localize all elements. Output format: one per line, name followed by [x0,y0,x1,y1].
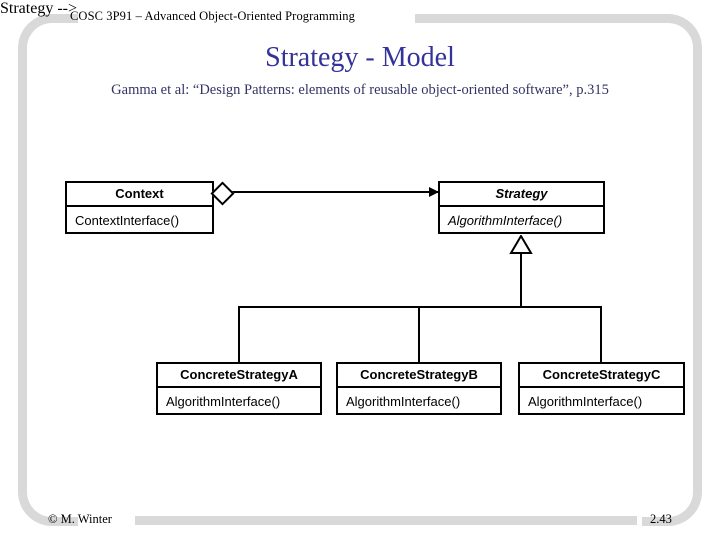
footer-rule [135,516,637,525]
uml-class-name-strategy: Strategy [440,183,603,207]
inheritance-triangle-icon [509,235,533,254]
uml-class-concrete-strategy-a[interactable]: ConcreteStrategyA AlgorithmInterface() [156,362,322,415]
uml-class-name-concrete-strategy-c: ConcreteStrategyC [520,364,683,388]
uml-operation-concrete-c-algorithm-interface: AlgorithmInterface() [528,394,643,409]
aggregation-diamond-icon [210,181,235,206]
uml-class-concrete-strategy-b[interactable]: ConcreteStrategyB AlgorithmInterface() [336,362,502,415]
course-header: COSC 3P91 – Advanced Object-Oriented Pro… [70,9,355,23]
frame-corner-bottom-right [642,466,702,526]
frame-edge-right [693,70,702,470]
generalization-stem [520,252,522,307]
uml-operation-strategy-algorithm-interface: AlgorithmInterface() [448,213,563,228]
uml-class-concrete-strategy-c[interactable]: ConcreteStrategyC AlgorithmInterface() [518,362,685,415]
association-arrowhead-icon [429,187,439,197]
uml-operation-concrete-b-algorithm-interface: AlgorithmInterface() [346,394,461,409]
uml-class-name-concrete-strategy-b: ConcreteStrategyB [338,364,500,388]
uml-class-strategy[interactable]: Strategy AlgorithmInterface() [438,181,605,234]
uml-class-context[interactable]: Context ContextInterface() [65,181,214,234]
frame-edge-left [18,70,27,470]
generalization-bus-line [238,306,602,308]
generalization-drop-b [418,306,420,363]
footer-page-number: 2.43 [650,512,672,526]
generalization-drop-a [238,306,240,363]
page-title: Strategy - Model [265,42,455,73]
uml-class-name-context: Context [67,183,212,207]
uml-class-name-concrete-strategy-a: ConcreteStrategyA [158,364,320,388]
frame-corner-top-left [18,14,78,74]
association-line-context-strategy [226,191,440,193]
generalization-drop-c [600,306,602,363]
uml-operation-concrete-a-algorithm-interface: AlgorithmInterface() [166,394,281,409]
header-rule [415,14,645,23]
frame-corner-top-right [642,14,702,74]
frame-corner-bottom-left [18,466,78,526]
uml-operation-context-interface: ContextInterface() [75,213,180,228]
slide-subtitle: Gamma et al: “Design Patterns: elements … [111,82,609,98]
footer-author: © M. Winter [48,512,112,526]
